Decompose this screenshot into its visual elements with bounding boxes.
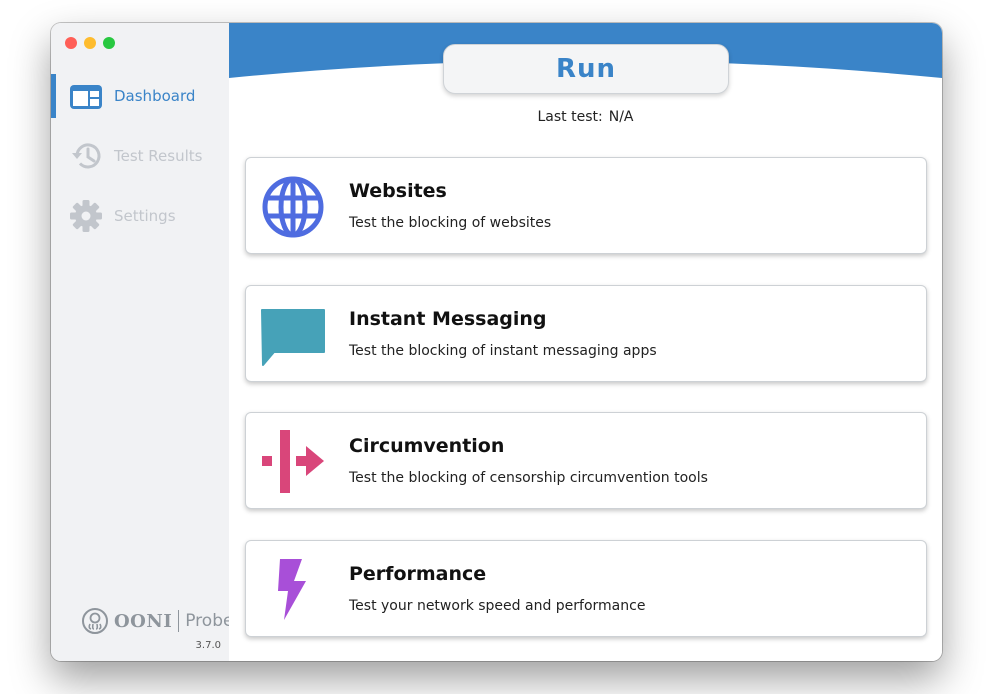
card-title: Performance — [349, 563, 487, 585]
active-indicator — [51, 74, 56, 118]
card-title: Circumvention — [349, 435, 505, 457]
ooni-octopus-icon — [82, 608, 108, 634]
sidebar-item-label: Dashboard — [114, 87, 196, 105]
run-button[interactable]: Run — [443, 44, 729, 94]
sidebar-item-settings[interactable]: Settings — [51, 194, 229, 238]
card-description: Test the blocking of websites — [349, 215, 552, 231]
dashboard-icon — [70, 85, 102, 109]
card-description: Test the blocking of censorship circumve… — [349, 470, 708, 486]
app-version: 3.7.0 — [195, 640, 221, 651]
test-card-circumvention[interactable]: Circumvention Test the blocking of censo… — [245, 412, 927, 509]
globe-icon — [262, 176, 324, 238]
chat-bubble-icon — [261, 309, 325, 366]
window-controls — [65, 37, 115, 49]
last-test-label: Last test: — [537, 109, 603, 125]
minimize-window-button[interactable] — [84, 37, 96, 49]
brand-divider — [178, 610, 180, 632]
app-window: Dashboard Test Results Settin — [51, 23, 942, 661]
gear-icon — [70, 200, 102, 232]
zoom-window-button[interactable] — [103, 37, 115, 49]
test-card-instant-messaging[interactable]: Instant Messaging Test the blocking of i… — [245, 285, 927, 382]
brand-name: OONI — [114, 610, 173, 632]
close-window-button[interactable] — [65, 37, 77, 49]
brand-product: Probe — [185, 611, 234, 631]
circumvention-icon — [262, 430, 324, 493]
card-title: Instant Messaging — [349, 308, 547, 330]
test-card-websites[interactable]: Websites Test the blocking of websites — [245, 157, 927, 254]
ooni-probe-logo: OONI Probe — [82, 608, 233, 634]
card-description: Test the blocking of instant messaging a… — [349, 343, 657, 359]
sidebar-item-test-results[interactable]: Test Results — [51, 134, 229, 178]
last-test-status: Last test: N/A — [229, 109, 942, 125]
card-title: Websites — [349, 180, 447, 202]
sidebar-item-label: Settings — [114, 207, 176, 225]
sidebar-item-label: Test Results — [114, 147, 203, 165]
test-card-performance[interactable]: Performance Test your network speed and … — [245, 540, 927, 637]
history-icon — [72, 143, 101, 169]
lightning-icon — [278, 559, 306, 620]
sidebar-item-dashboard[interactable]: Dashboard — [51, 74, 229, 118]
card-description: Test your network speed and performance — [349, 598, 646, 614]
sidebar: Dashboard Test Results Settin — [51, 23, 233, 661]
dashboard-main: Run Last test: N/A Websites Test the bloc… — [229, 23, 942, 661]
last-test-value: N/A — [608, 109, 634, 125]
